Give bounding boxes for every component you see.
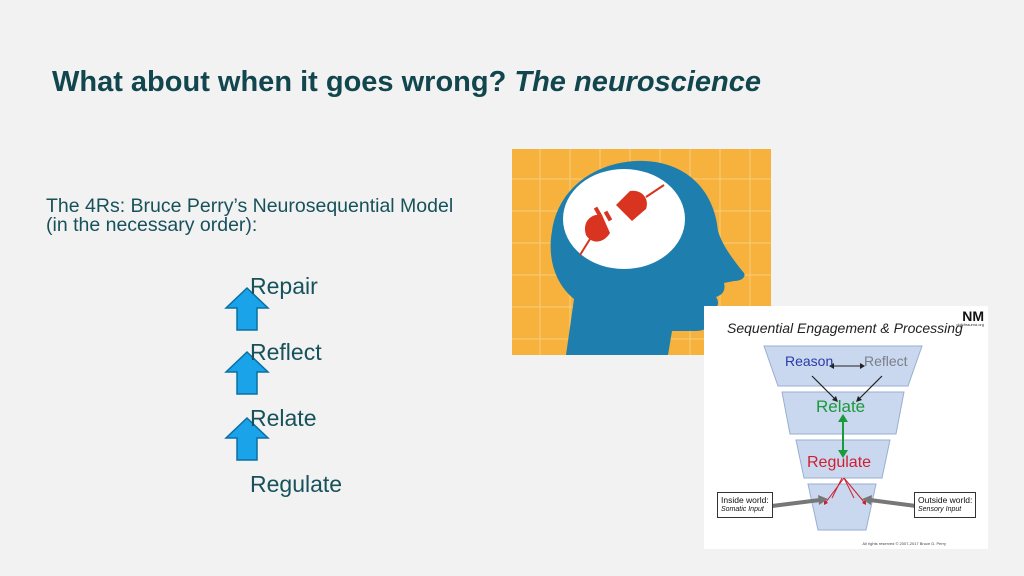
step-regulate: Regulate xyxy=(250,471,343,497)
diagram-title: Sequential Engagement & Processing xyxy=(727,320,963,336)
copyright-text: All rights reserved © 2007-2017 Bruce D.… xyxy=(862,541,946,546)
title-italic: The neuroscience xyxy=(514,66,761,98)
level-relate: Relate xyxy=(816,397,866,416)
inside-world-sub: Somatic Input xyxy=(721,506,764,513)
inside-world-box: Inside world: Somatic Input xyxy=(717,492,773,518)
step-relate: Relate xyxy=(250,405,317,431)
outside-world-box: Outside world: Sensory Input xyxy=(914,492,977,518)
inside-world-label: Inside world: xyxy=(721,495,769,505)
level-reflect: Reflect xyxy=(864,353,908,369)
step-reflect: Reflect xyxy=(250,339,322,365)
step-repair: Repair xyxy=(250,273,318,299)
outside-world-label: Outside world: xyxy=(918,495,973,505)
outside-world-sub: Sensory Input xyxy=(918,506,962,513)
intro-text: The 4Rs: Bruce Perry’s Neurosequential M… xyxy=(46,195,454,236)
title-main: What about when it goes wrong? xyxy=(52,66,507,98)
level-reason: Reason xyxy=(785,353,834,369)
nm-logo: NM xyxy=(962,308,984,324)
sequential-engagement-diagram: Sequential Engagement & Processing NM ch… xyxy=(704,306,988,549)
up-arrow-icon xyxy=(224,416,270,462)
level-regulate: Regulate xyxy=(807,454,872,471)
up-arrow-icon xyxy=(224,350,270,396)
slide-title: What about when it goes wrong? The neuro… xyxy=(52,66,761,99)
up-arrow-icon xyxy=(224,286,270,332)
nm-logo-sub: childtrauma.org xyxy=(956,322,984,327)
